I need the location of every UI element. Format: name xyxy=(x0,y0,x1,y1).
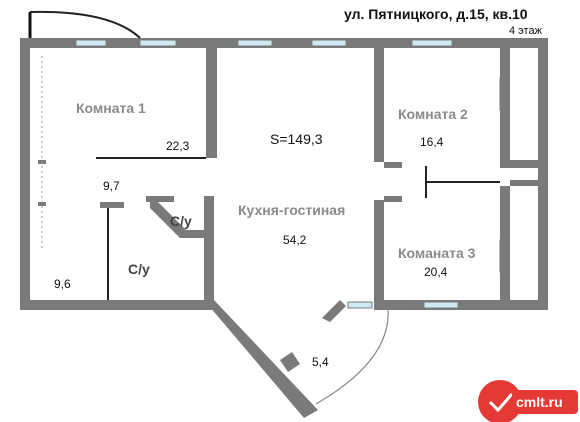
interior-walls xyxy=(38,48,546,310)
door-arcs xyxy=(28,10,389,405)
watermark-text: cmlt.ru xyxy=(516,394,563,410)
entry-area: 9,6 xyxy=(54,277,71,291)
hall-area: 9,7 xyxy=(103,179,120,193)
watermark-banner xyxy=(512,390,578,414)
kitchen-living-label: Кухня-гостиная xyxy=(238,202,345,218)
watermark-logo-circle xyxy=(478,380,522,422)
room-3-label: Команата 3 xyxy=(398,245,476,261)
watermark-check-icon xyxy=(488,393,514,413)
room-3-area: 20,4 xyxy=(424,265,448,279)
kitchen-living-area: 54,2 xyxy=(283,233,307,247)
room-2-area: 16,4 xyxy=(420,135,444,149)
balcony-area: 5,4 xyxy=(312,355,329,369)
partition-lines xyxy=(41,56,500,300)
bathroom-1-label: С/у xyxy=(170,213,192,229)
watermark: cmlt.ru xyxy=(478,380,578,422)
total-area: S=149,3 xyxy=(270,131,323,147)
floor-label: 4 этаж xyxy=(509,25,543,37)
room-1-label: Комната 1 xyxy=(76,100,146,116)
outer-walls xyxy=(20,38,548,418)
room-1-area: 22,3 xyxy=(166,139,190,153)
bathroom-2-label: С/у xyxy=(128,261,150,277)
room-2-label: Комната 2 xyxy=(398,106,468,122)
address-label: ул. Пятницкого, д.15, кв.10 xyxy=(344,6,528,22)
